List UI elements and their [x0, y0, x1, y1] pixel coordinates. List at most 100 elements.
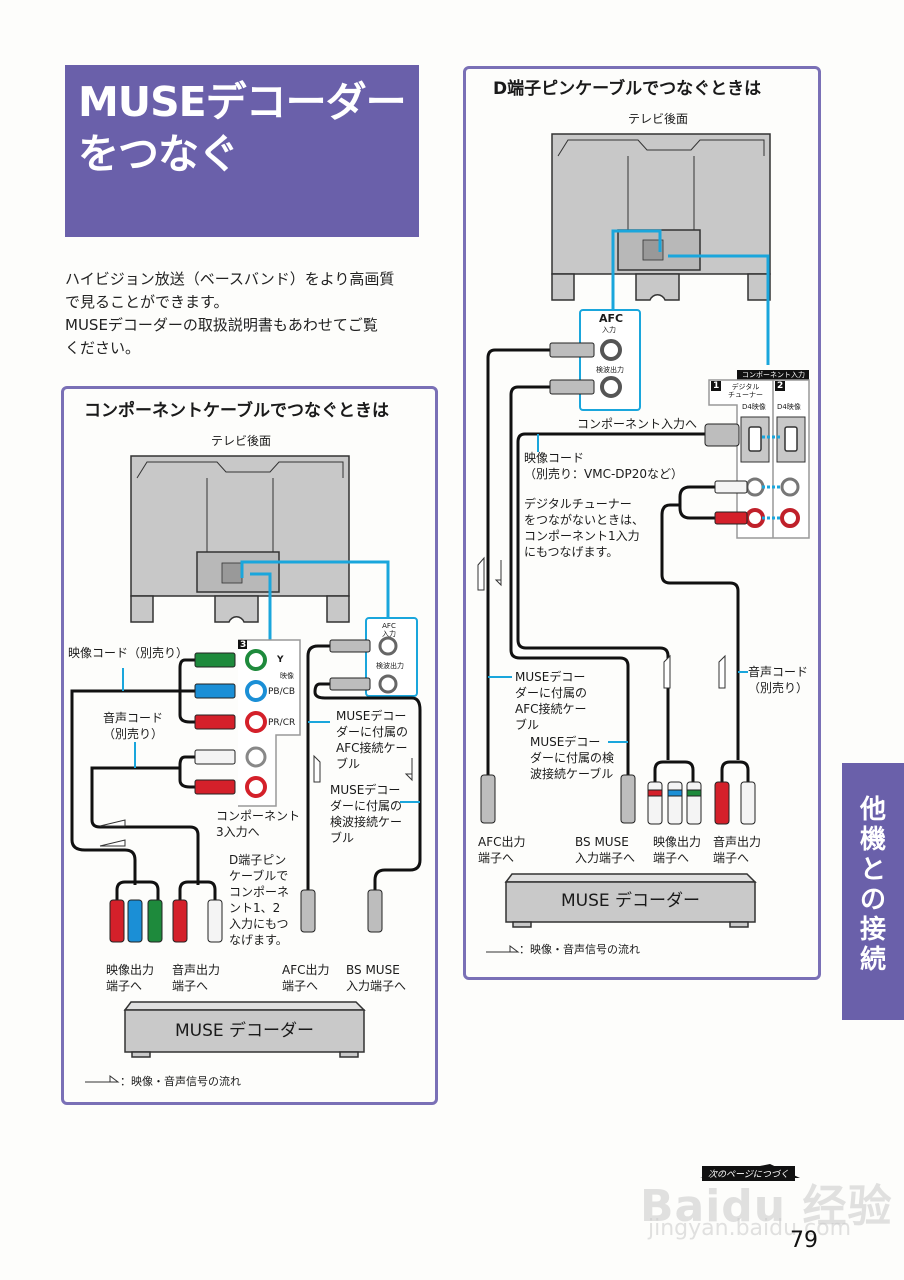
legend-left: ：映像・音声信号の流れ — [120, 1075, 241, 1088]
jack-label-video: 映像 — [280, 672, 294, 680]
page-title-line-1: MUSEデコーダー — [78, 78, 407, 126]
plug-label-audio-out-right: 音声出力 端子へ — [713, 834, 761, 866]
detect-cable-line: 検波接続ケー — [330, 815, 403, 829]
page-title: MUSEデコーダー をつなぐ — [78, 76, 407, 180]
audio-cord-label-right: 音声コード （別売り） — [748, 664, 808, 696]
digital-note-line: コンポーネント1入力 — [524, 529, 640, 543]
side-tab-char: 機 — [859, 825, 886, 855]
decoder-label-right: MUSE デコーダー — [560, 891, 701, 911]
afc-cable-line: ブル — [336, 757, 361, 771]
watermark-url: jingyan.baidu.com — [648, 1216, 852, 1241]
side-tab-char: 他 — [859, 795, 886, 825]
title-banner — [65, 65, 419, 237]
input-3-badge: 3 — [240, 640, 247, 650]
decoder-label-left: MUSE デコーダー — [174, 1021, 315, 1041]
detect-out-label-left: 検波出力 — [376, 662, 404, 670]
component3-label: コンポーネント 3入力へ — [216, 808, 300, 840]
digital-note-line: デジタルチューナー — [524, 497, 632, 511]
jack-label-pr: PR/CR — [268, 718, 296, 728]
digital-tuner-note: デジタルチューナー をつながないときは、 コンポーネント1入力 にもつなげます。 — [524, 496, 644, 560]
detect-cable-label-right: MUSEデコー ダーに付属の検 波接続ケーブル — [530, 734, 614, 782]
audio-l-jack-1 — [745, 477, 765, 497]
detect-cable-line: ダーに付属の検 — [530, 751, 615, 765]
digital-note-line: をつながないときは、 — [524, 513, 645, 527]
plug-label-line: 端子へ — [282, 979, 319, 993]
intro-line: で見ることができます。 — [65, 293, 229, 311]
side-tab-char: の — [859, 885, 886, 915]
jack-label-pb: PB/CB — [268, 687, 296, 697]
afc-in-label-right: 入力 — [602, 326, 616, 334]
tv-rear-left — [130, 455, 350, 623]
afc-cable-line: AFC接続ケー — [515, 702, 587, 716]
component3-line: 3入力へ — [216, 825, 260, 839]
audio-r-jack-1 — [745, 508, 765, 528]
muse-decoder-left — [123, 1001, 366, 1058]
component-input-header: コンポーネント入力 — [742, 371, 805, 379]
digital-tuner-line: チューナー — [728, 391, 763, 399]
video-cord-label-right: 映像コード （別売り：VMC-DP20など） — [524, 450, 683, 482]
jack-pb — [245, 680, 267, 702]
input-2-badge: 2 — [775, 381, 786, 391]
afc-box-left — [365, 617, 418, 697]
red-plug — [194, 714, 236, 730]
cables-left — [70, 644, 422, 900]
afc-cable-line: ダーに付属の — [336, 725, 409, 739]
blue-guide-lines-left — [240, 560, 390, 640]
detect-plug — [329, 677, 371, 691]
d-pin-note-line: 入力にもつ — [229, 917, 289, 931]
plug-label-line: BS MUSE — [346, 963, 400, 977]
flow-arrows-right — [477, 556, 726, 689]
afc-jack — [378, 636, 398, 656]
plug-label-line: BS MUSE — [575, 835, 629, 849]
detect-cable-line: MUSEデコー — [530, 735, 601, 749]
legend-arrow-right — [486, 945, 520, 953]
section-side-tab — [842, 763, 904, 1020]
plug-label-bs-muse-right: BS MUSE 入力端子へ — [575, 834, 635, 866]
dotted-arrows — [762, 435, 780, 520]
legend-right: ：映像・音声信号の流れ — [519, 943, 640, 956]
input-3-badge-bg — [238, 640, 247, 649]
video-cord-line: 映像コード — [524, 451, 585, 465]
watermark-logo: Baidu 经验 — [640, 1181, 893, 1232]
intro-paragraph: ハイビジョン放送（ベースバンド）をより高画質 で見ることができます。 MUSEデ… — [65, 268, 425, 360]
component-in-label: コンポーネント入力へ — [577, 417, 698, 431]
flow-arrows-left — [99, 754, 413, 847]
d4-label-2: D4映像 — [777, 403, 801, 411]
plug-label-line: 入力端子へ — [346, 979, 407, 993]
side-tab-char: 接 — [859, 915, 886, 945]
callouts-left — [122, 668, 420, 803]
audio-cord-line: 音声コード — [748, 665, 809, 679]
tv-rear-label-right: テレビ後面 — [628, 112, 689, 126]
component-input-header-bg — [737, 370, 809, 380]
detect-out-label-right: 検波出力 — [596, 366, 624, 374]
detect-cable-line: ダーに付属の — [330, 799, 403, 813]
detect-jack — [378, 674, 398, 694]
jack-audio-r — [245, 776, 267, 798]
plug-label-line: 端子へ — [653, 851, 690, 865]
blue-plug — [194, 683, 236, 699]
legend-arrow-left — [85, 1075, 120, 1083]
plug-label-bs-muse: BS MUSE 入力端子へ — [346, 962, 406, 994]
plug-label-afc-out-right: AFC出力 端子へ — [478, 834, 526, 866]
component3-line: コンポーネント — [216, 809, 301, 823]
d-pin-panel-title: D端子ピンケーブルでつなぐときは — [493, 79, 762, 99]
video-cord-label: 映像コード（別売り） — [68, 646, 189, 660]
audio-cord-line: （別売り） — [748, 681, 809, 695]
afc-in-line: AFC — [382, 622, 396, 630]
tv-rear-right — [551, 133, 771, 301]
plug-label-line: AFC出力 — [478, 835, 526, 849]
plug-label-audio-out: 音声出力 端子へ — [172, 962, 220, 994]
page-number: 79 — [790, 1228, 818, 1253]
video-cord-line: （別売り：VMC-DP20など） — [524, 467, 684, 481]
afc-cable-label-right: MUSEデコー ダーに付属の AFC接続ケー ブル — [515, 669, 587, 733]
plug-label-video-out: 映像出力 端子へ — [106, 962, 154, 994]
detect-cable-line: ブル — [330, 831, 355, 845]
plug-label-video-out-right: 映像出力 端子へ — [653, 834, 701, 866]
plug-label-line: 端子へ — [172, 979, 209, 993]
plug-label-line: 端子へ — [478, 851, 515, 865]
afc-cable-line: ダーに付属の — [515, 686, 588, 700]
intro-line: ください。 — [65, 339, 141, 357]
plug-label-line: 映像出力 — [653, 835, 702, 849]
detect-cable-label-left: MUSEデコー ダーに付属の 検波接続ケー ブル — [330, 782, 402, 846]
